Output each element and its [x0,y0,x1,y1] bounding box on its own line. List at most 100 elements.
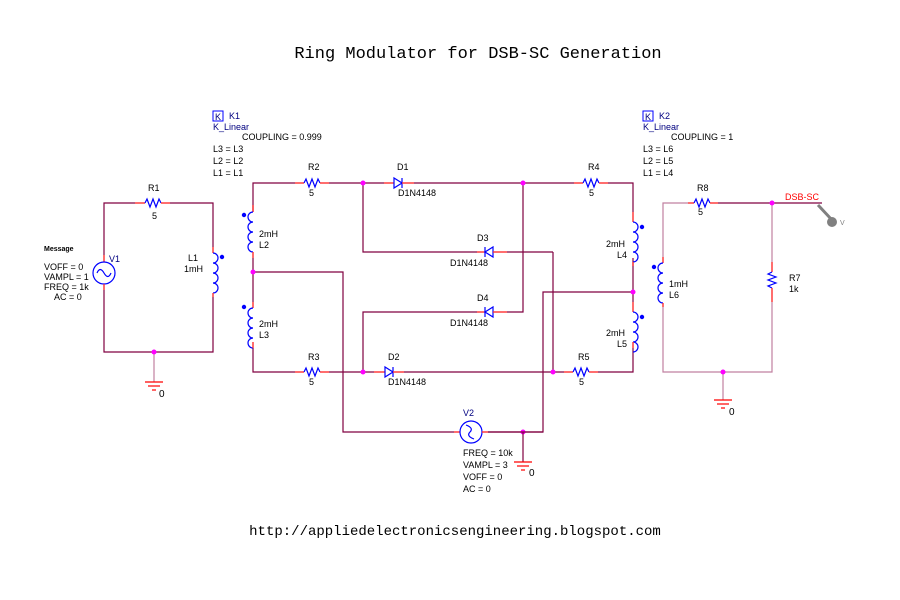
r8-ref: R8 [697,183,709,193]
l6-ref: L6 [669,290,679,300]
coupling-badge-text: K [645,112,651,122]
v2-param: FREQ = 10k [463,448,513,458]
k2-coupling: COUPLING = 1 [671,132,733,142]
v1-param: AC = 0 [54,292,82,302]
resistor-r1[interactable]: R1 5 [135,183,170,221]
diode-d4[interactable]: D4 D1N4148 [450,293,507,328]
junction [151,349,157,355]
inductor-l2[interactable]: 2mH L2 [241,205,278,258]
inductor-l3[interactable]: 2mH L3 [241,302,278,349]
l4-ref: L4 [617,250,627,260]
d4-ref: D4 [477,293,489,303]
l5-ref: L5 [617,339,627,349]
k1-line: L2 = L2 [213,156,243,166]
probe-stem [816,203,834,222]
junction [720,369,726,375]
k2-line: L2 = L5 [643,156,673,166]
r3-ref: R3 [308,352,320,362]
l5-value: 2mH [606,328,625,338]
r2-ref: R2 [308,162,320,172]
v1-label: Message [44,246,74,253]
ground-label: 0 [159,389,165,400]
message-loop [103,202,214,382]
v2-param: VAMPL = 3 [463,460,508,470]
ground-label: 0 [729,407,735,418]
l4-value: 2mH [606,239,625,249]
schematic-title: Ring Modulator for DSB-SC Generation [294,45,661,64]
footer-url[interactable]: http://appliedelectronicsengineering.blo… [249,524,661,540]
l3-value: 2mH [259,319,278,329]
r8-value: 5 [698,207,703,217]
resistor-r3[interactable]: R3 5 [295,352,329,387]
l2-value: 2mH [259,229,278,239]
polarity-dot [219,254,225,260]
k1-line: L3 = L3 [213,144,243,154]
d1-ref: D1 [397,162,409,172]
resistor-r4[interactable]: R4 5 [574,162,608,198]
coupling-badge-icon [642,110,654,122]
junction [360,369,366,375]
diode-d3[interactable]: D3 D1N4148 [450,233,507,268]
diode-d2[interactable]: D2 D1N4148 [374,352,426,387]
ring-wires [252,182,634,433]
junction [250,269,256,275]
r3-value: 5 [309,377,314,387]
coupling-k1[interactable]: K K1 K_Linear COUPLING = 0.999 L3 = L3 L… [212,110,322,178]
output-net-label: DSB-SC [785,192,820,202]
junction [360,180,366,186]
r1-ref: R1 [148,183,160,193]
junction [550,369,556,375]
resistor-r2[interactable]: R2 5 [295,162,329,198]
v1-param: VOFF = 0 [44,262,83,272]
junction [769,200,775,206]
resistor-r8[interactable]: R8 5 [688,183,718,217]
polarity-dot [639,224,645,230]
resistor-r5[interactable]: R5 5 [564,352,598,387]
wire [170,202,214,247]
polarity-dot [651,264,657,270]
polarity-dot [639,314,645,320]
inductor-l1[interactable]: L1 1mH [184,247,225,297]
v2-ref: V2 [463,408,474,418]
k1-model: K_Linear [213,122,249,132]
voltage-source-v1[interactable]: V1 Message VOFF = 0 VAMPL = 1 FREQ = 1k … [44,246,120,302]
k1-line: L1 = L1 [213,168,243,178]
r1-value: 5 [152,211,157,221]
d3-ref: D3 [477,233,489,243]
v2-param: VOFF = 0 [463,472,502,482]
voltage-probe-icon [827,217,837,227]
resistor-r7[interactable]: R7 1k [766,262,801,302]
r4-ref: R4 [588,162,600,172]
inductor-l5[interactable]: 2mH L5 [606,302,645,353]
polarity-dot [241,304,247,310]
voltage-source-v2[interactable]: V2 FREQ = 10k VAMPL = 3 VOFF = 0 AC = 0 [454,408,543,494]
d4-model: D1N4148 [450,318,488,328]
k2-model: K_Linear [643,122,679,132]
wire [103,202,135,255]
k2-line: L3 = L6 [643,144,673,154]
voltage-probe[interactable]: V [816,203,845,227]
v2-param: AC = 0 [463,484,491,494]
ground-label: 0 [529,468,535,479]
l6-value: 1mH [669,279,688,289]
k1-ref: K1 [229,111,240,121]
coupling-badge-text: K [215,112,221,122]
r2-value: 5 [309,188,314,198]
d2-model: D1N4148 [388,377,426,387]
l3-ref: L3 [259,330,269,340]
sine-source-icon [459,420,483,444]
d2-ref: D2 [388,352,400,362]
coupling-k2[interactable]: K K2 K_Linear COUPLING = 1 L3 = L6 L2 = … [642,110,733,178]
r5-value: 5 [579,377,584,387]
probe-label: V [840,220,845,227]
r7-value: 1k [789,284,799,294]
inductor-l6[interactable]: 1mH L6 [651,257,688,307]
k2-ref: K2 [659,111,670,121]
junction [520,180,526,186]
k2-line: L1 = L4 [643,168,673,178]
v1-param: VAMPL = 1 [44,272,89,282]
diode-d1[interactable]: D1 D1N4148 [384,162,436,198]
inductor-l4[interactable]: 2mH L4 [606,212,645,266]
d1-model: D1N4148 [398,188,436,198]
